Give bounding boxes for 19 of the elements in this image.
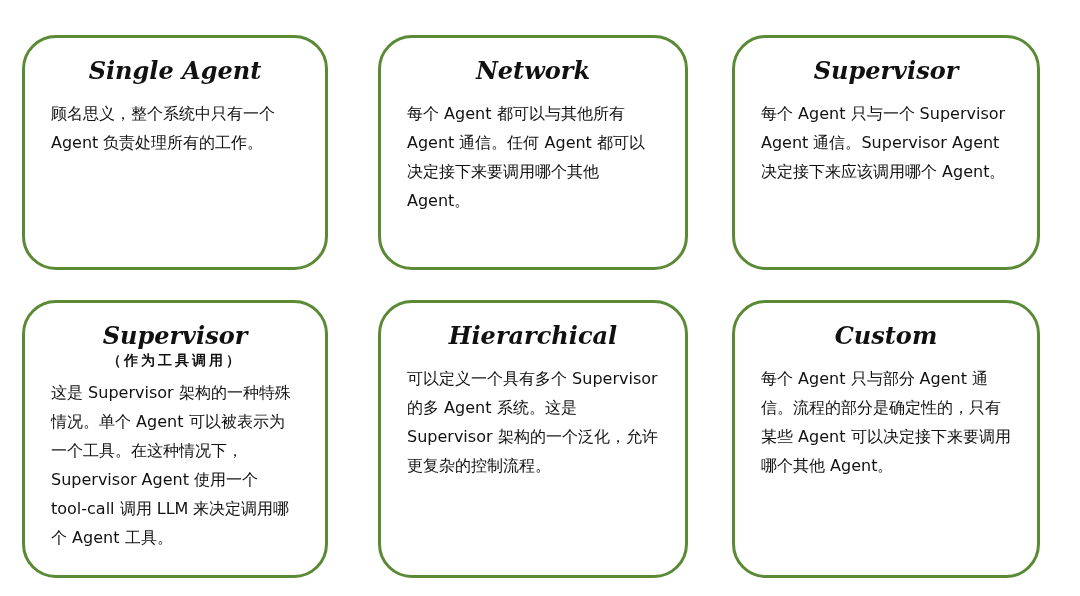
card-title: Supervisor	[101, 321, 250, 350]
card-subtitle: （作为工具调用）	[106, 352, 244, 370]
card-title: Hierarchical	[447, 321, 619, 350]
card-description: 每个 Agent 都可以与其他所有 Agent 通信。任何 Agent 都可以决定接下来要调用哪个其他 Agent。	[407, 103, 646, 212]
card-description: 可以定义一个具有多个 Supervisor 的多 Agent 系统。这是 Supervisor 架构的一个泛化，允许更复杂的控制流程。	[407, 368, 659, 477]
card-description: 每个 Agent 只与部分 Agent 通信。流程的部分是确定性的，只有某些 Agent 可以决定接下来要调用哪个其他 Agent。	[761, 368, 1011, 477]
rounded-card	[22, 35, 328, 270]
rounded-card	[732, 300, 1040, 578]
card-description: 顾名思义，整个系统中只有一个 Agent 负责处理所有的工作。	[51, 103, 276, 154]
card-title: Network	[474, 56, 592, 85]
rounded-card	[378, 35, 688, 270]
rounded-card	[378, 300, 688, 578]
card-description: 每个 Agent 只与一个 Supervisor Agent 通信。Supervisor Agent 决定接下来应该调用哪个 Agent。	[761, 103, 1007, 183]
rounded-card	[732, 35, 1040, 270]
rounded-card	[22, 300, 328, 578]
card-title: Supervisor	[812, 56, 961, 85]
card-title: Single Agent	[87, 56, 263, 85]
card-description: 这是 Supervisor 架构的一种特殊情况。单个 Agent 可以被表示为一个工具。在这种情况下，Supervisor Agent 使用一个 tool-call 调用 LLM 来决定调用哪个 Agent 工具。	[51, 382, 292, 549]
card-title: Custom	[833, 321, 939, 350]
